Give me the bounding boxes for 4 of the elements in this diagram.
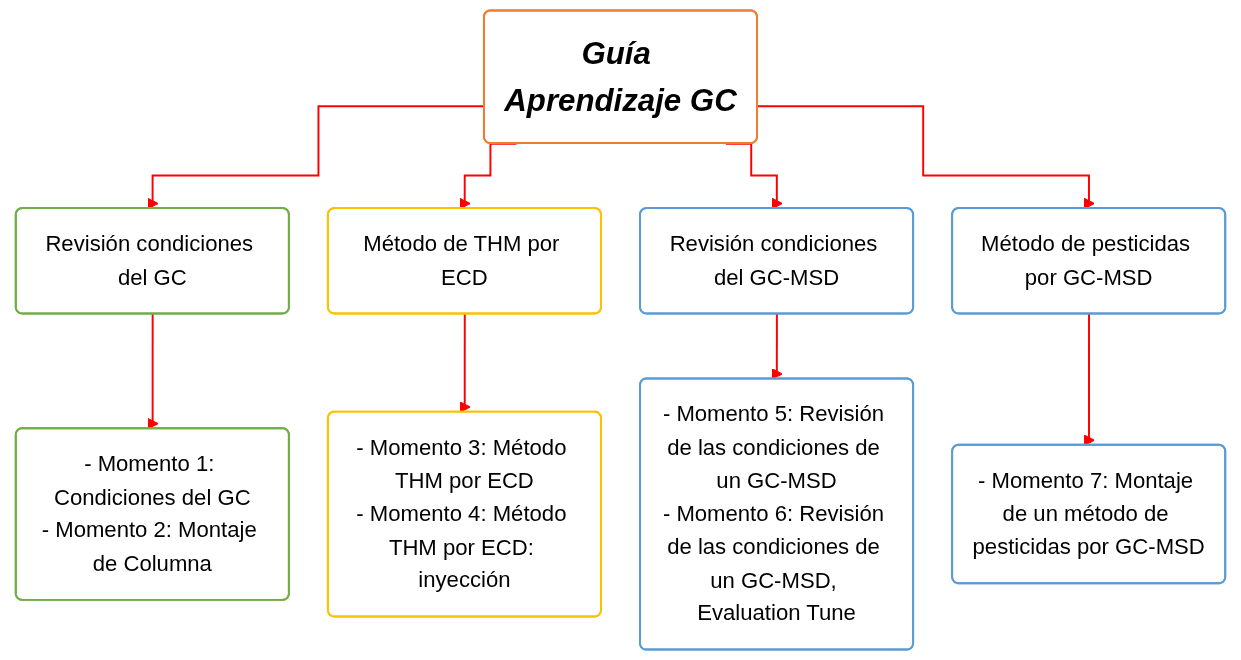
arrow (147, 313, 159, 430)
arrow (459, 313, 471, 413)
arrow (1083, 313, 1095, 446)
arrow (771, 313, 783, 380)
